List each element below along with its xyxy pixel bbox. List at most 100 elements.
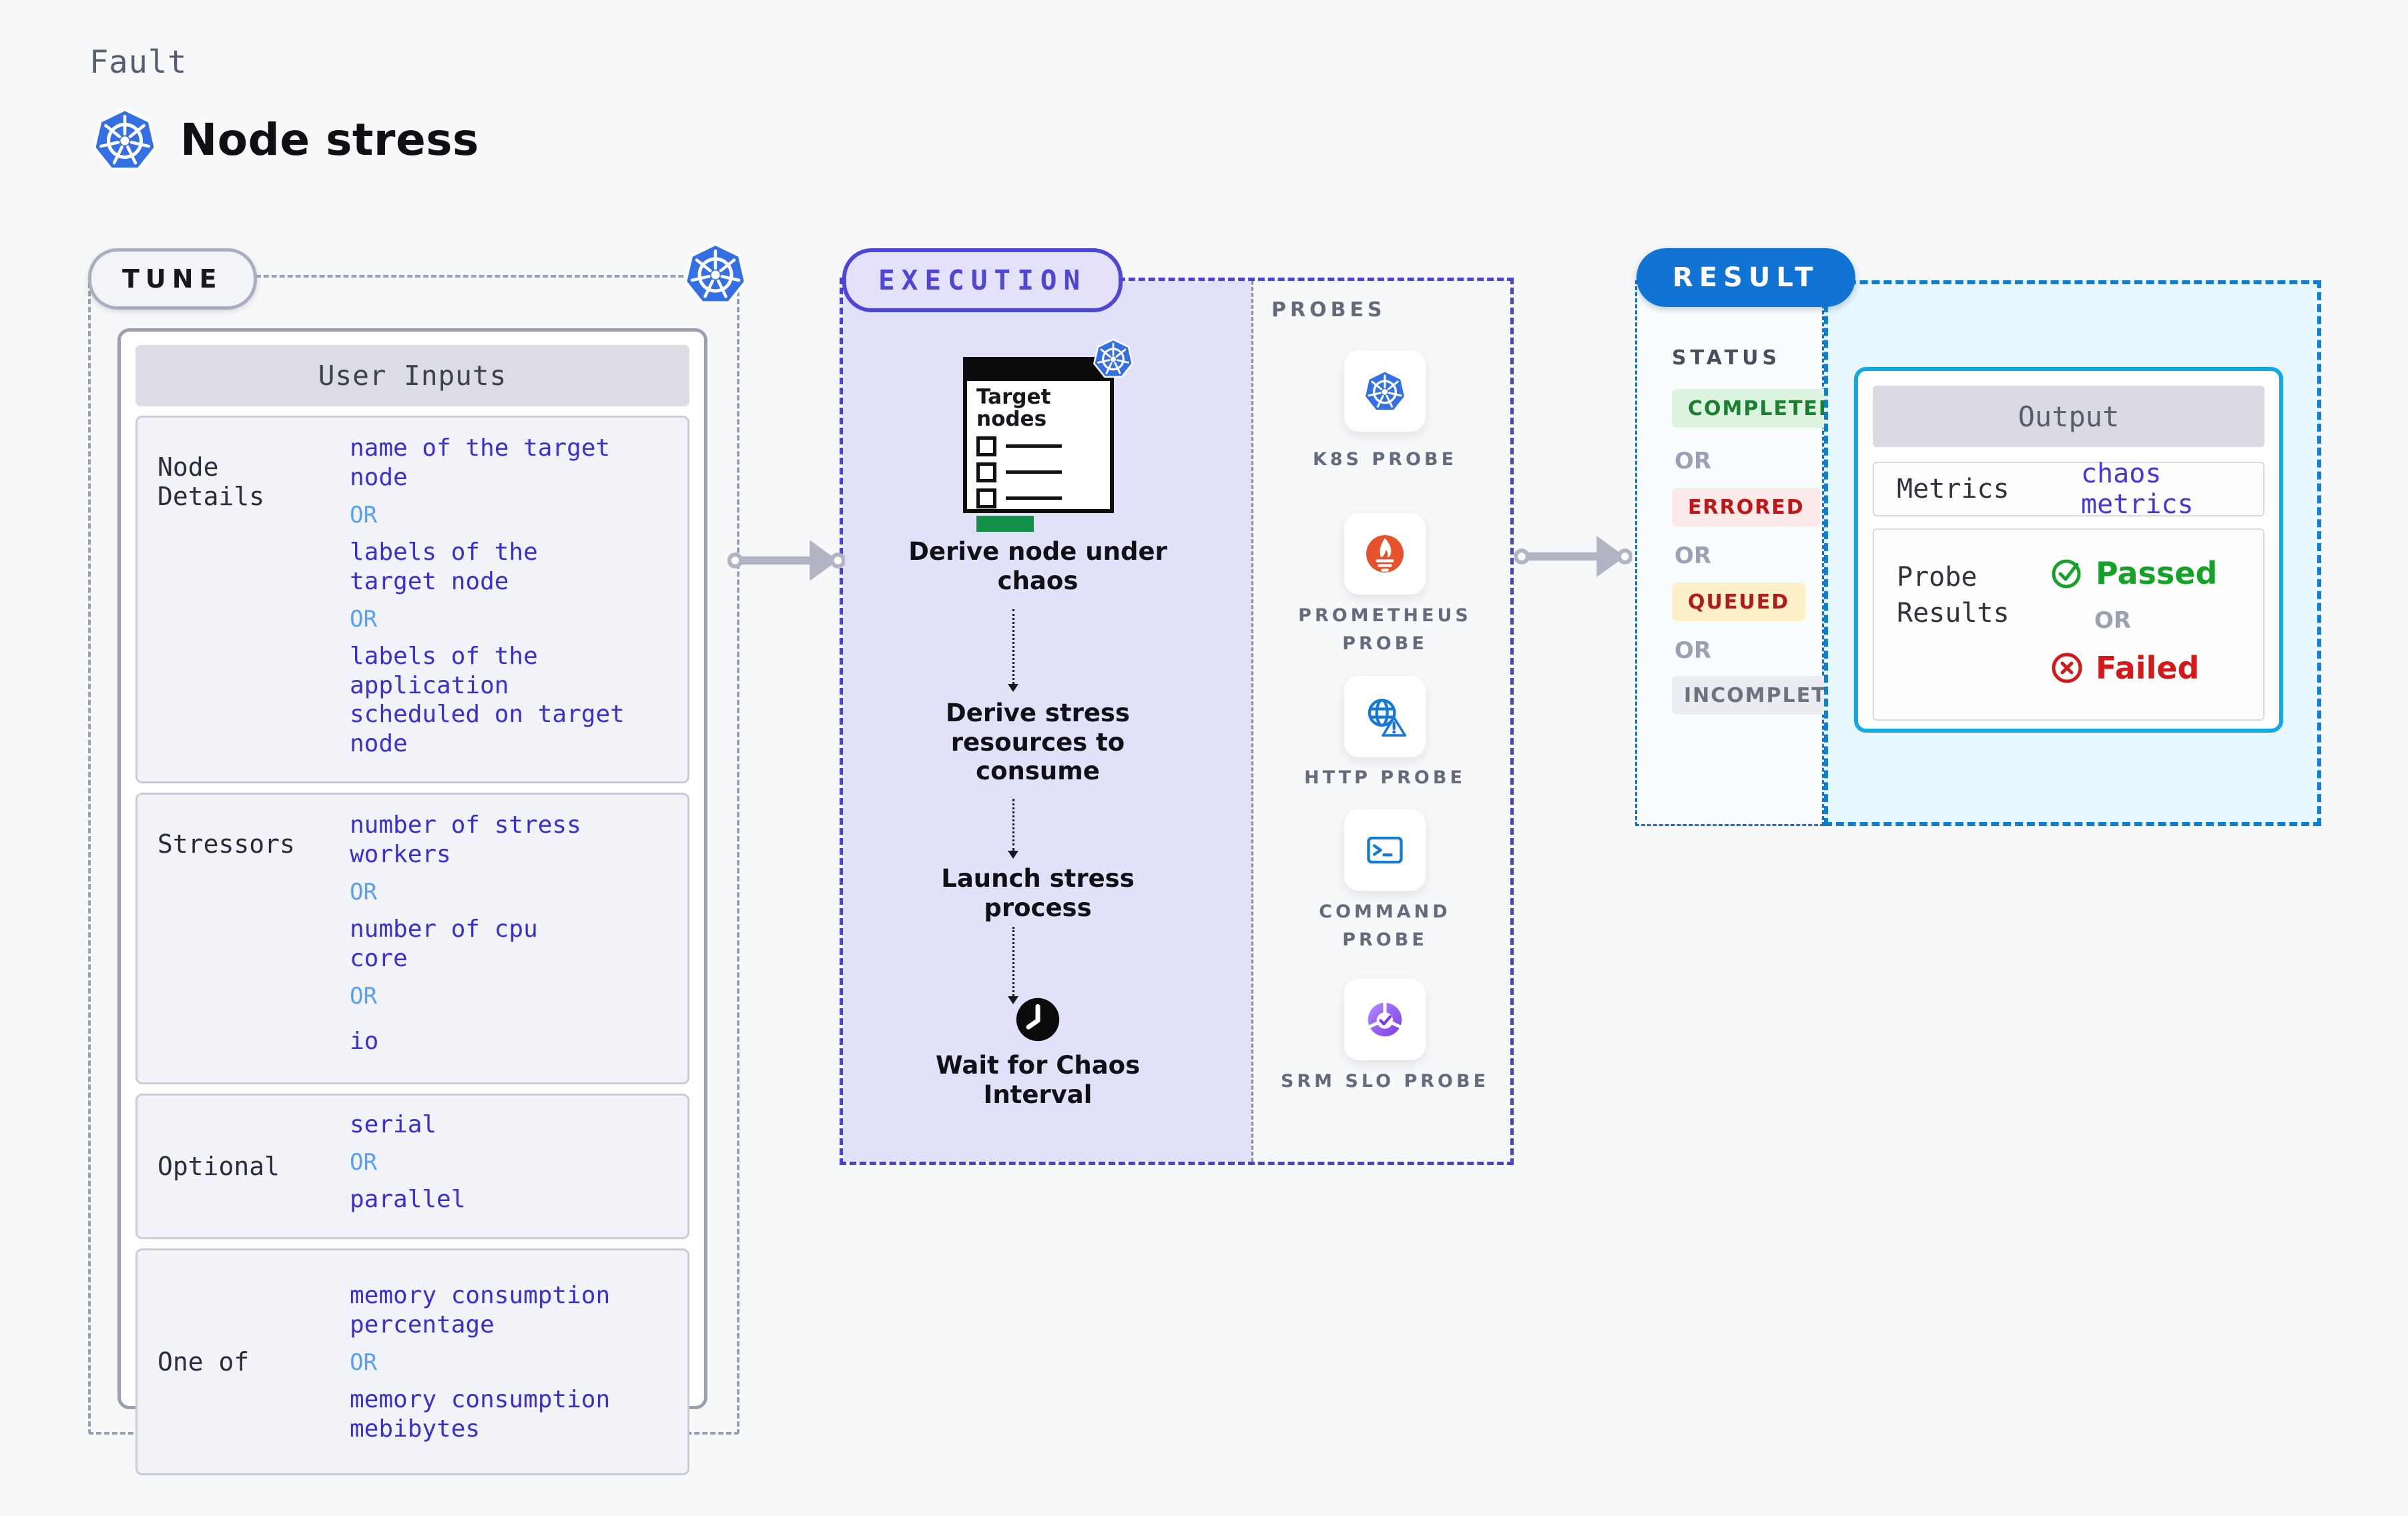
check-circle-icon bbox=[2050, 556, 2084, 590]
status-heading: STATUS bbox=[1672, 346, 1781, 370]
prometheus-icon bbox=[1362, 530, 1408, 577]
arrow-down-icon bbox=[1005, 609, 1021, 695]
step-wait-interval: Wait for Chaos Interval bbox=[935, 1051, 1141, 1109]
probe-results-values: Passed OR Failed bbox=[2050, 530, 2217, 719]
probes-heading: PROBES bbox=[1271, 298, 1386, 322]
row-label: Optional bbox=[158, 1152, 280, 1182]
fault-eyebrow: Fault bbox=[89, 44, 188, 81]
row-values: number of stress workers OR number of cp… bbox=[339, 795, 687, 1082]
metrics-label: Metrics bbox=[1897, 474, 2010, 504]
list-line bbox=[1006, 470, 1062, 474]
x-circle-icon bbox=[2050, 651, 2084, 685]
tune-pill: TUNE bbox=[88, 248, 257, 310]
or-separator: OR bbox=[350, 1149, 377, 1176]
input-value: labels of the application scheduled on t… bbox=[350, 642, 625, 758]
or-separator: OR bbox=[350, 501, 377, 528]
input-value: serial bbox=[350, 1111, 437, 1139]
status-badge-queued: QUEUED bbox=[1672, 583, 1806, 621]
input-value: number of cpu core bbox=[350, 915, 538, 972]
row-values: memory consumption percentage OR memory … bbox=[339, 1250, 687, 1473]
input-value: number of stress workers bbox=[350, 811, 581, 869]
probe-card-prometheus bbox=[1344, 513, 1426, 595]
passed-line: Passed bbox=[2050, 555, 2217, 591]
arrow-right-icon bbox=[1507, 531, 1639, 582]
probe-results-label: Probe Results bbox=[1897, 562, 2010, 629]
output-header: Output bbox=[1873, 386, 2265, 447]
passed-text: Passed bbox=[2096, 555, 2218, 591]
or-separator: OR bbox=[1675, 542, 1712, 569]
execution-pill: EXECUTION bbox=[842, 248, 1123, 312]
kubernetes-icon bbox=[1362, 368, 1408, 414]
list-line bbox=[1006, 444, 1062, 448]
or-separator: OR bbox=[1675, 637, 1712, 664]
input-value: labels of the target node bbox=[350, 538, 538, 595]
user-inputs-panel: User Inputs Node Details name of the tar… bbox=[117, 328, 707, 1476]
arrow-down-icon bbox=[1005, 927, 1021, 1007]
user-inputs-header: User Inputs bbox=[135, 345, 689, 406]
result-status-box: STATUS COMPLETED OR ERRORED OR QUEUED OR… bbox=[1635, 280, 1872, 826]
result-pill: RESULT bbox=[1636, 248, 1855, 307]
checklist-item bbox=[976, 488, 1110, 508]
globe-alert-icon bbox=[1361, 693, 1409, 741]
input-value: parallel bbox=[350, 1186, 466, 1214]
probe-label: COMMAND PROBE bbox=[1319, 901, 1451, 950]
input-value: memory consumption percentage bbox=[350, 1282, 611, 1339]
arrow-right-icon bbox=[727, 535, 845, 586]
probe-card-command bbox=[1344, 809, 1426, 891]
input-row-node-details: Node Details name of the target node OR … bbox=[135, 416, 689, 784]
step-derive-stress: Derive stress resources to consume bbox=[946, 699, 1130, 786]
card-title-bar bbox=[967, 361, 1110, 381]
probe-results-row: Probe Results Passed OR Failed bbox=[1873, 528, 2265, 721]
input-value: memory consumption mebibytes bbox=[350, 1385, 611, 1443]
row-label: One of bbox=[158, 1347, 250, 1377]
step-derive-node: Derive node under chaos bbox=[908, 537, 1167, 595]
title-row: Node stress bbox=[91, 105, 479, 173]
row-values: serial OR parallel bbox=[339, 1096, 687, 1237]
input-value: io bbox=[350, 1027, 379, 1055]
target-nodes-title: Target nodes bbox=[976, 385, 1051, 431]
progress-bar bbox=[976, 515, 1034, 532]
metrics-value: chaos metrics bbox=[2081, 458, 2194, 520]
probe-label: SRM SLO PROBE bbox=[1280, 1071, 1490, 1092]
target-nodes-card: Target nodes bbox=[963, 357, 1114, 532]
checkbox-icon bbox=[976, 436, 996, 456]
input-row-stressors: Stressors number of stress workers OR nu… bbox=[135, 793, 689, 1085]
status-badge-errored: ERRORED bbox=[1672, 488, 1821, 526]
row-label: Node Details bbox=[158, 452, 265, 511]
kubernetes-corner-icon bbox=[682, 240, 749, 307]
or-separator: OR bbox=[1675, 448, 1712, 474]
failed-line: Failed bbox=[2050, 650, 2217, 686]
input-value: name of the target node bbox=[350, 434, 611, 491]
arrow-down-icon bbox=[1005, 799, 1021, 861]
or-separator: OR bbox=[350, 879, 377, 906]
or-separator: OR bbox=[350, 982, 377, 1010]
slo-pie-icon bbox=[1361, 996, 1409, 1044]
row-label: Stressors bbox=[158, 829, 295, 859]
step-launch-stress: Launch stress process bbox=[941, 864, 1135, 922]
status-badge-completed: COMPLETED bbox=[1672, 389, 1853, 428]
checkbox-icon bbox=[976, 488, 996, 508]
probe-label: HTTP PROBE bbox=[1304, 767, 1466, 788]
list-line bbox=[1006, 496, 1062, 500]
page-title: Node stress bbox=[180, 113, 479, 165]
or-separator: OR bbox=[350, 605, 377, 633]
kubernetes-logo-icon bbox=[91, 105, 159, 173]
failed-text: Failed bbox=[2096, 650, 2200, 686]
input-row-optional: Optional serial OR parallel bbox=[135, 1094, 689, 1240]
metrics-row: Metrics chaos metrics bbox=[1873, 458, 2265, 520]
probe-label: K8S PROBE bbox=[1312, 449, 1458, 470]
row-values: name of the target node OR labels of the… bbox=[339, 418, 687, 781]
execution-section-box: PROBES Target nodes Derive node under ch… bbox=[840, 278, 1514, 1165]
input-row-one-of: One of memory consumption percentage OR … bbox=[135, 1248, 689, 1476]
kubernetes-badge-icon bbox=[1092, 337, 1135, 380]
clock-icon bbox=[1014, 996, 1061, 1043]
probe-label: PROMETHEUS PROBE bbox=[1298, 605, 1472, 654]
output-panel: Output Metrics chaos metrics Probe Resul… bbox=[1854, 367, 2283, 733]
probe-card-srm-slo bbox=[1344, 979, 1426, 1060]
probe-card-http bbox=[1344, 676, 1426, 757]
or-separator: OR bbox=[2094, 607, 2132, 634]
checkbox-icon bbox=[976, 462, 996, 482]
checklist-item bbox=[976, 462, 1110, 482]
checklist-item bbox=[976, 436, 1110, 456]
